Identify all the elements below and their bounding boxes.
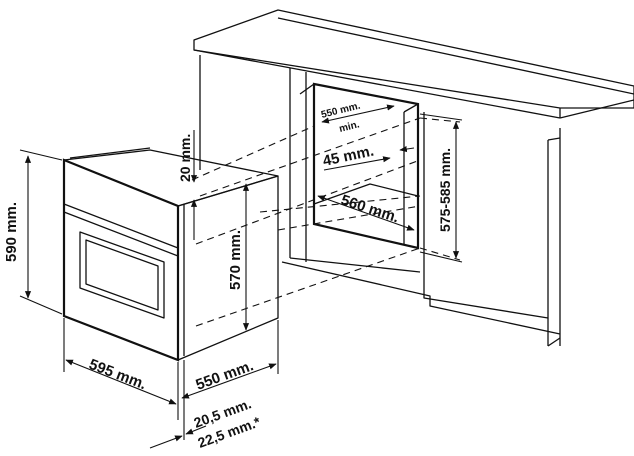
label-top-gap: 20 mm. (177, 134, 193, 182)
oven-window (79, 231, 165, 319)
dimension-side-gap-45 (323, 156, 391, 171)
label-niche-width: 560 mm. (339, 192, 401, 227)
oven-front (62, 158, 180, 362)
dimension-labels: 590 mm. 595 mm. 550 mm. 20,5 mm. 22,5 mm… (3, 101, 453, 451)
projection-lines (191, 117, 461, 327)
right-cabinet (423, 112, 549, 319)
label-niche-depth-min-suffix: min. (338, 119, 361, 135)
dimension-door-thickness (149, 435, 183, 449)
worktop (193, 9, 634, 109)
label-niche-height: 575-585 mm. (437, 148, 453, 232)
label-oven-depth: 550 mm. (194, 357, 256, 394)
cabinet-plinth (281, 261, 561, 335)
label-body-height: 570 mm. (227, 230, 244, 290)
oven-niche (312, 82, 420, 250)
label-oven-height: 590 mm. (3, 202, 20, 262)
dimension-depth-550 (181, 363, 277, 399)
kitchen-cabinet (193, 9, 634, 347)
dimension-niche-width-560 (317, 195, 415, 231)
label-oven-width: 595 mm. (87, 356, 149, 393)
dimension-width-595 (65, 359, 177, 405)
dimension-niche-depth (321, 104, 395, 124)
dimension-lines (19, 104, 463, 449)
oven (62, 147, 279, 362)
